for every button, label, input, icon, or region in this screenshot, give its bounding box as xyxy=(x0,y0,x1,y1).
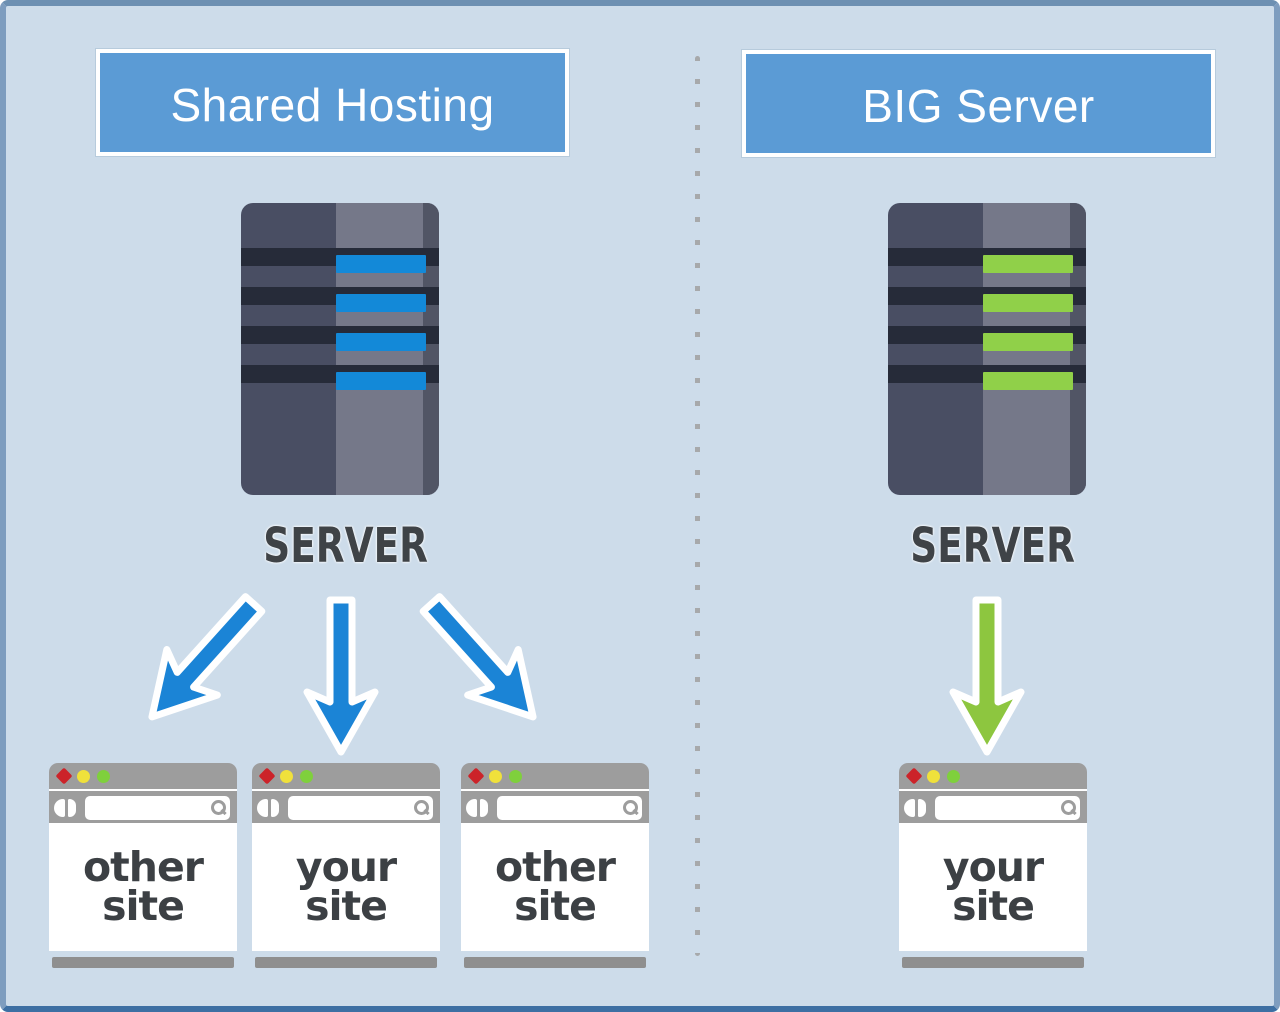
minimize-dot-icon xyxy=(280,769,293,783)
server-caption-text: SERVER xyxy=(910,518,1075,574)
browser-statusbar xyxy=(902,957,1084,968)
browser-statusbar xyxy=(52,957,234,968)
browser-titlebar xyxy=(49,763,237,789)
server-tower-icon xyxy=(241,203,439,495)
maximize-dot-icon xyxy=(509,769,522,783)
close-dot-icon xyxy=(467,767,485,785)
maximize-dot-icon xyxy=(300,769,313,783)
led-bar-icon xyxy=(983,294,1073,312)
led-bar-icon xyxy=(983,372,1073,390)
browser-window: your site xyxy=(252,763,440,968)
led-bar-icon xyxy=(336,372,426,390)
browser-window: your site xyxy=(899,763,1087,968)
back-forward-icon xyxy=(257,799,283,817)
browser-window: other site xyxy=(461,763,649,968)
browser-titlebar xyxy=(899,763,1087,789)
arrow-down-right-icon xyxy=(419,593,537,721)
arrow-down-icon xyxy=(303,596,379,756)
url-field xyxy=(935,796,1080,820)
url-field xyxy=(85,796,230,820)
back-forward-icon xyxy=(54,799,80,817)
minimize-dot-icon xyxy=(927,769,940,783)
arrow-down-left-icon xyxy=(148,593,266,721)
server-caption-text: SERVER xyxy=(263,518,428,574)
server-edge-shade xyxy=(1070,203,1086,495)
big-server-title: BIG Server xyxy=(862,79,1095,132)
site-label: other site xyxy=(495,843,616,930)
url-field xyxy=(288,796,433,820)
minimize-dot-icon xyxy=(77,769,90,783)
maximize-dot-icon xyxy=(97,769,110,783)
led-bar-icon xyxy=(983,333,1073,351)
led-bar-icon xyxy=(983,255,1073,273)
search-icon xyxy=(211,800,226,815)
close-dot-icon xyxy=(905,767,923,785)
browser-addressbar xyxy=(49,789,237,823)
shared-hosting-header: Shared Hosting xyxy=(96,49,569,156)
led-bar-icon xyxy=(336,294,426,312)
minimize-dot-icon xyxy=(489,769,502,783)
browser-addressbar xyxy=(461,789,649,823)
server-caption: SERVER xyxy=(240,518,440,574)
close-dot-icon xyxy=(55,767,73,785)
back-forward-icon xyxy=(904,799,930,817)
big-server-header: BIG Server xyxy=(742,50,1215,157)
arrow-down-icon xyxy=(949,596,1025,756)
url-field xyxy=(497,796,642,820)
led-bar-icon xyxy=(336,333,426,351)
browser-content: other site xyxy=(461,823,649,951)
shared-hosting-title: Shared Hosting xyxy=(170,78,495,131)
browser-statusbar xyxy=(464,957,646,968)
server-caption: SERVER xyxy=(887,518,1087,574)
search-icon xyxy=(1061,800,1076,815)
search-icon xyxy=(414,800,429,815)
back-forward-icon xyxy=(466,799,492,817)
site-label: your site xyxy=(942,843,1044,930)
browser-window: other site xyxy=(49,763,237,968)
site-label: other site xyxy=(83,843,204,930)
server-tower-icon xyxy=(888,203,1086,495)
browser-content: other site xyxy=(49,823,237,951)
server-edge-shade xyxy=(423,203,439,495)
browser-addressbar xyxy=(252,789,440,823)
browser-titlebar xyxy=(461,763,649,789)
browser-titlebar xyxy=(252,763,440,789)
browser-content: your site xyxy=(899,823,1087,951)
search-icon xyxy=(623,800,638,815)
browser-addressbar xyxy=(899,789,1087,823)
site-label: your site xyxy=(295,843,397,930)
browser-content: your site xyxy=(252,823,440,951)
dotted-divider xyxy=(695,56,700,956)
led-bar-icon xyxy=(336,255,426,273)
close-dot-icon xyxy=(258,767,276,785)
browser-statusbar xyxy=(255,957,437,968)
maximize-dot-icon xyxy=(947,769,960,783)
